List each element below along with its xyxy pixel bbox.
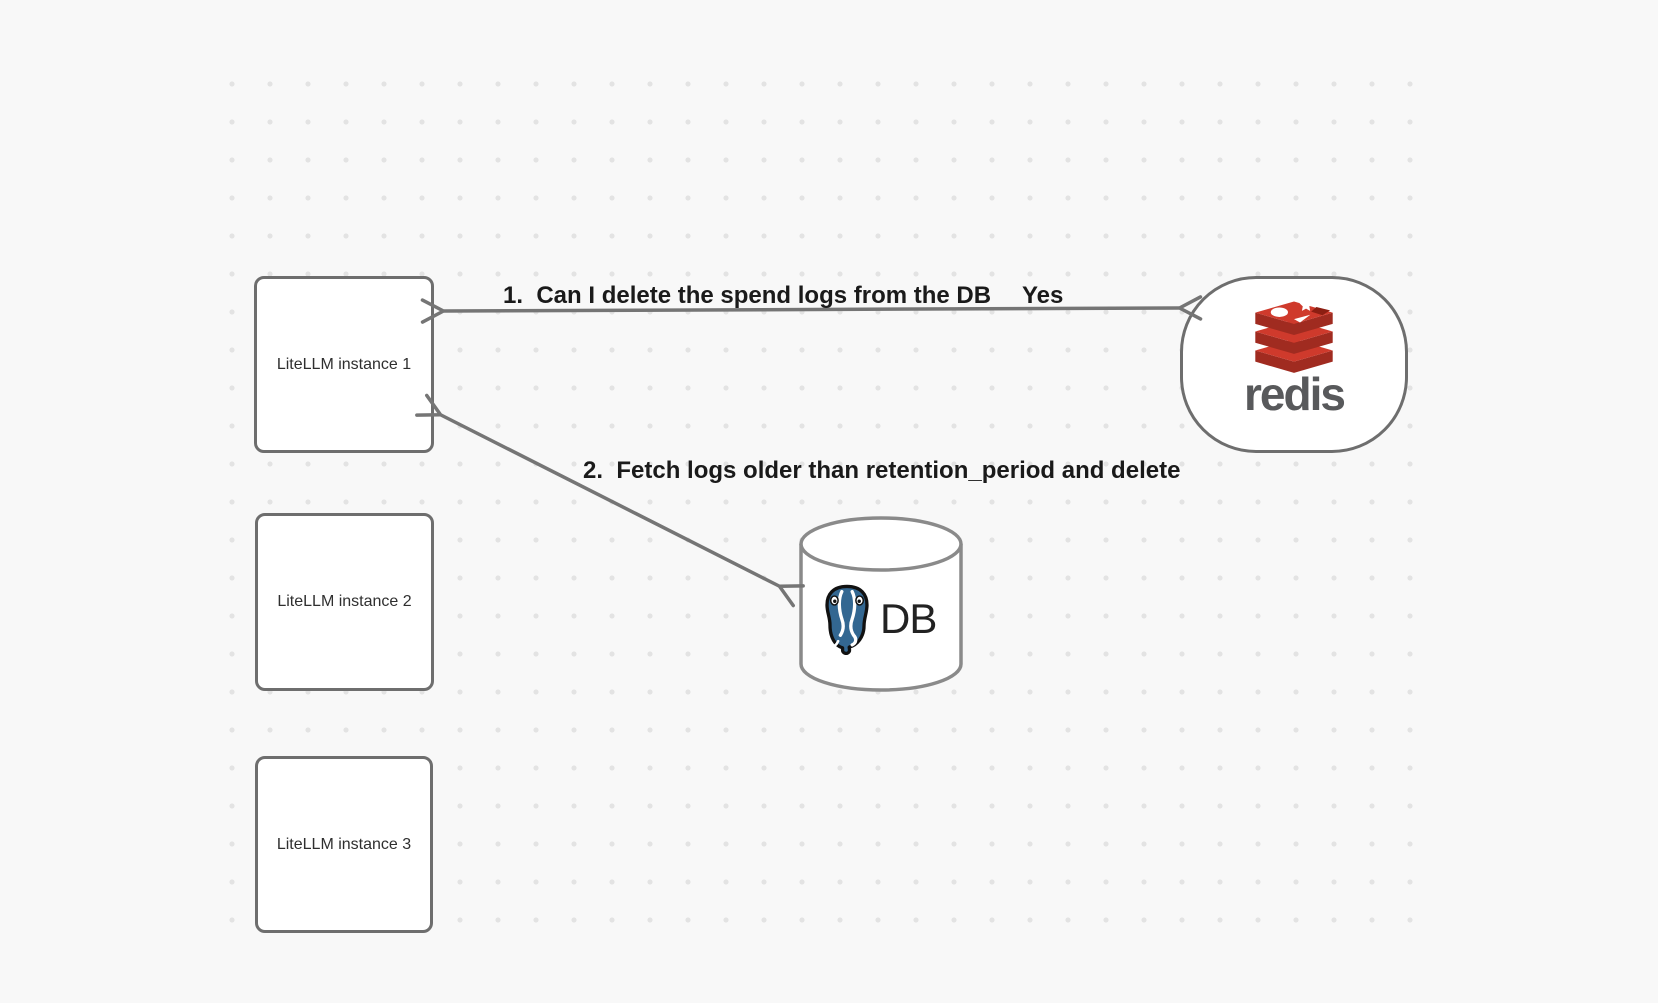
node-litellm-instance-3[interactable]: LiteLLM instance 3 [255,756,433,933]
db-label: DB [880,595,937,642]
node-redis[interactable]: redis [1180,276,1408,453]
edge-label-1[interactable]: 1. Can I delete the spend logs from the … [503,282,992,309]
node-db-cylinder[interactable] [797,514,965,694]
node-litellm-instance-1-label: LiteLLM instance 1 [276,355,412,373]
redis-logo-icon [1255,298,1333,373]
node-litellm-instance-2[interactable]: LiteLLM instance 2 [255,513,434,691]
node-litellm-instance-3-label: LiteLLM instance 3 [276,835,412,853]
edge-label-yes[interactable]: Yes [1022,282,1064,309]
node-litellm-instance-1[interactable]: LiteLLM instance 1 [254,276,434,453]
postgresql-icon [825,584,869,656]
cylinder-shape [799,516,963,692]
node-litellm-instance-2-label: LiteLLM instance 2 [277,593,412,610]
edge-label-2[interactable]: 2. Fetch logs older than retention_perio… [583,457,1181,484]
redis-wordmark: redis [1244,368,1346,420]
